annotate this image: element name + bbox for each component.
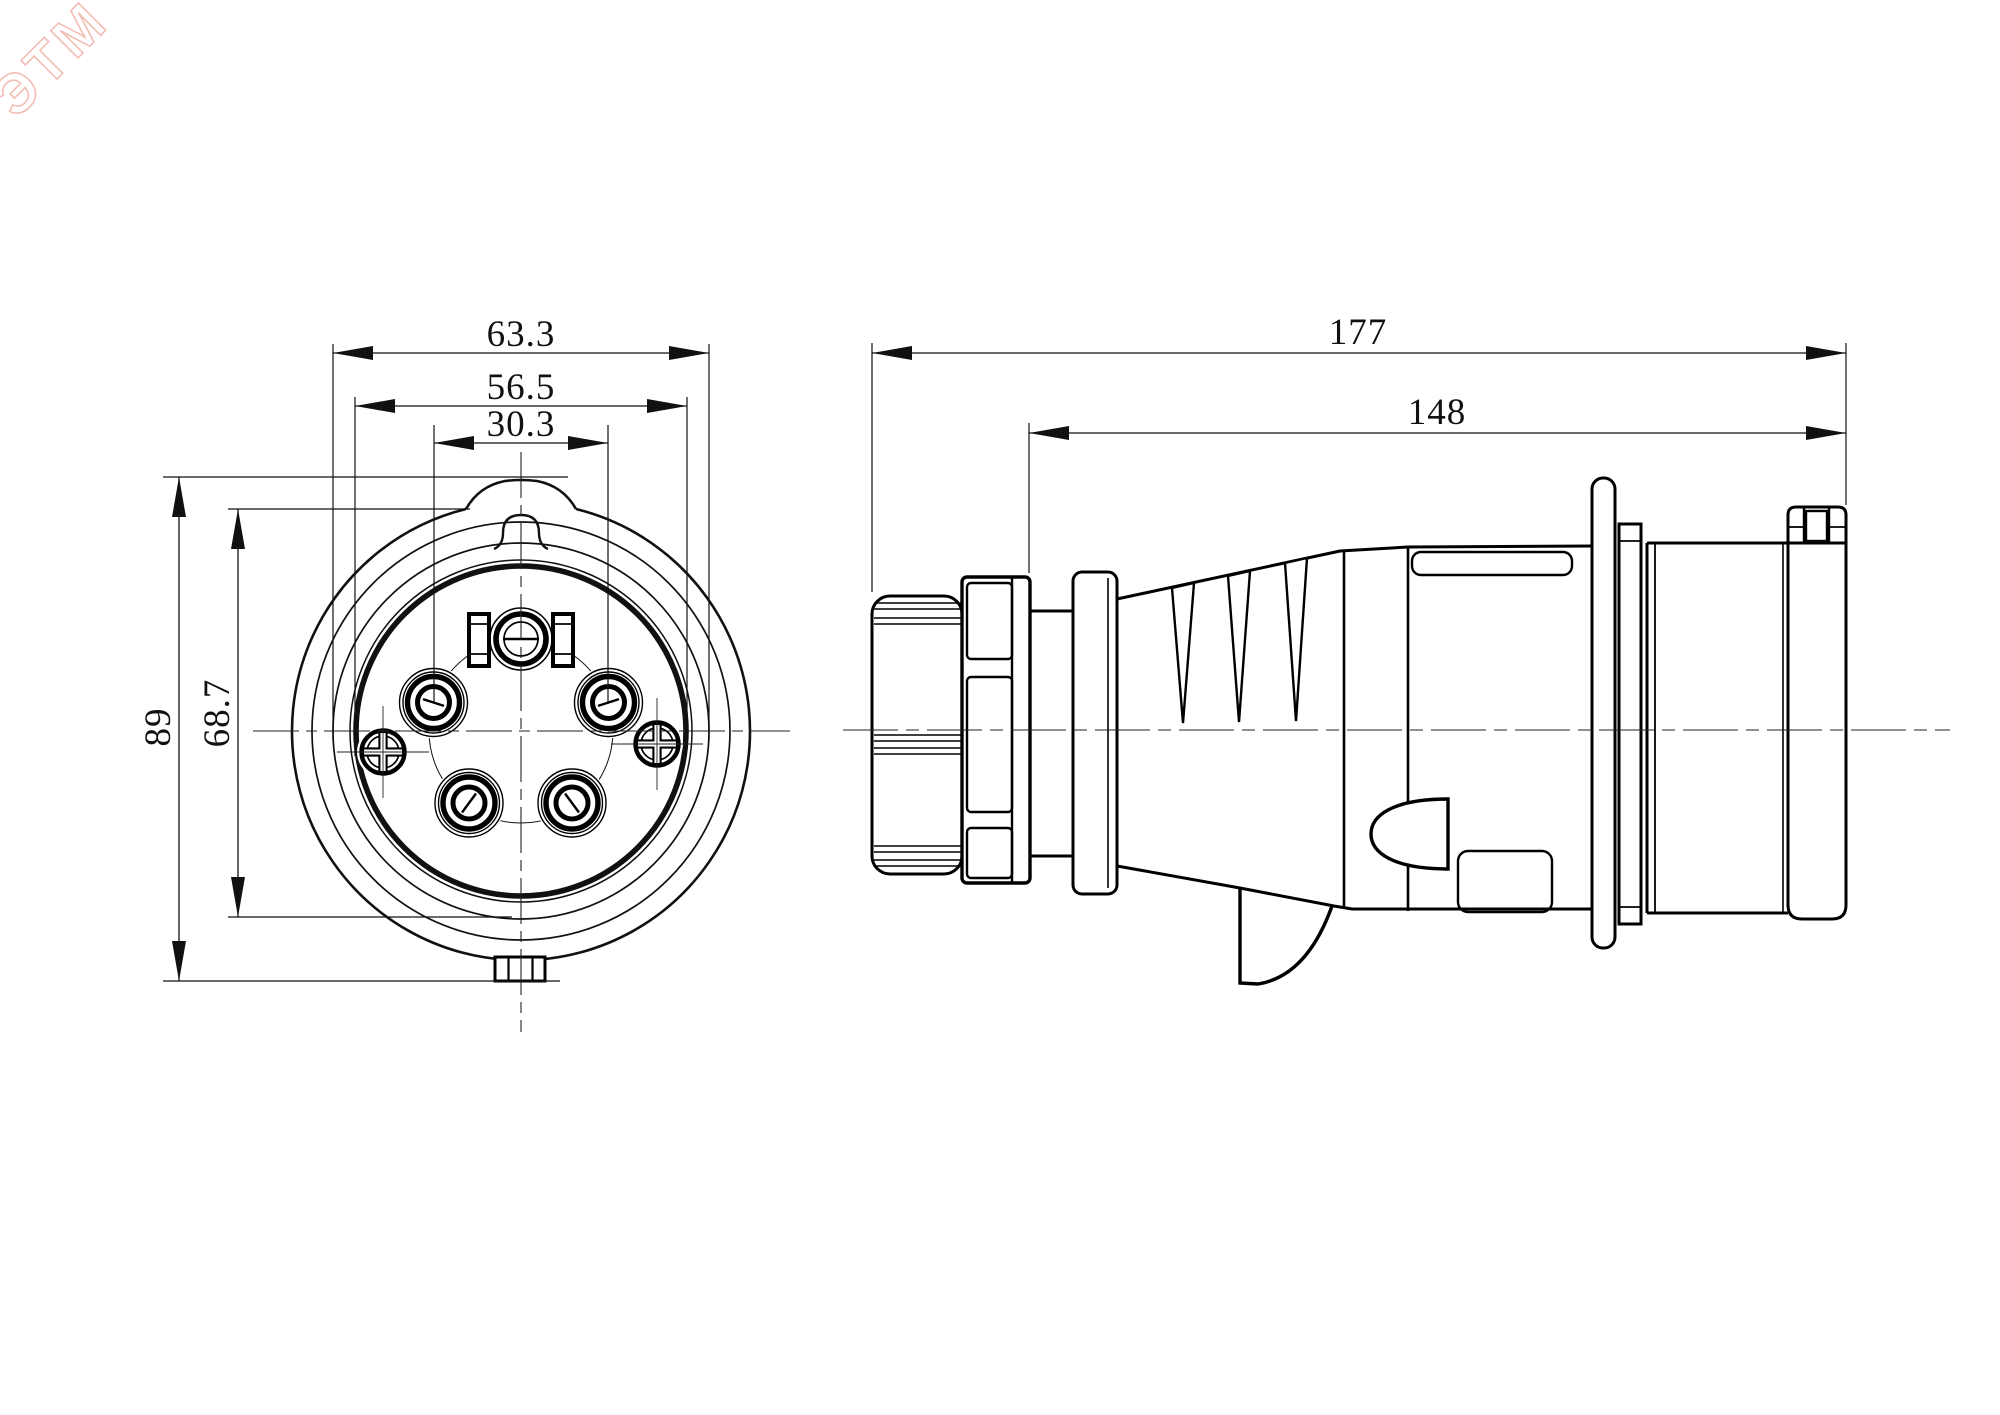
bottom-tab <box>493 955 547 983</box>
dimensions-side: 177 148 <box>871 312 1847 592</box>
phase-pin-lower-right <box>536 767 608 839</box>
bottom-recessed-panel <box>1456 849 1554 914</box>
aux-slot-left <box>467 612 491 668</box>
aux-slot-right <box>551 612 575 668</box>
side-view <box>843 476 1950 986</box>
groove-3 <box>1283 556 1309 722</box>
dim-148: 148 <box>1408 392 1467 433</box>
rear-end-cap <box>1786 505 1848 921</box>
groove-1 <box>1170 581 1196 724</box>
press-button <box>1369 797 1450 871</box>
dim-68-7: 68.7 <box>197 679 238 748</box>
watermark-text: ЭТМ <box>0 0 120 128</box>
rear-cylinder <box>1645 541 1788 915</box>
watermark-logo: ЭТМ <box>0 0 166 129</box>
grip-grooves <box>1170 556 1309 724</box>
top-recessed-panel <box>1410 550 1574 577</box>
rear-flange-bar <box>1590 476 1617 950</box>
rear-plate <box>1617 522 1643 926</box>
latch-hook <box>1238 888 1334 986</box>
front-view <box>253 452 790 1032</box>
dimensions-front: 63.3 56.5 30.3 89 68.7 <box>138 314 710 982</box>
dim-56-5: 56.5 <box>487 367 556 408</box>
screw-crosshairs <box>337 698 703 798</box>
cap-top-tab <box>1786 505 1848 545</box>
dim-63-3: 63.3 <box>487 314 556 355</box>
dim-30-3: 30.3 <box>487 404 556 445</box>
body-bottom-contour <box>1116 864 1596 911</box>
phase-pin-lower-left <box>433 767 505 839</box>
groove-2 <box>1226 569 1252 723</box>
collar-plate <box>1071 570 1119 896</box>
dim-177: 177 <box>1329 312 1388 353</box>
dim-89: 89 <box>138 708 179 747</box>
gland-ribs <box>874 602 962 867</box>
